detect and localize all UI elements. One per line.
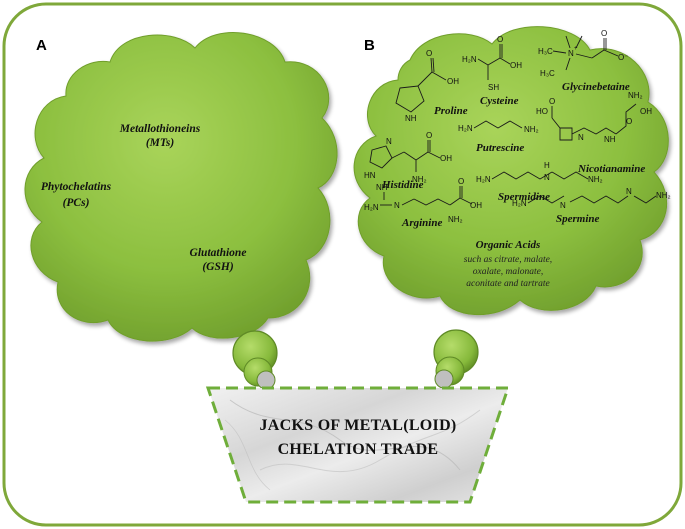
svg-text:N: N xyxy=(386,137,392,146)
svg-text:N: N xyxy=(626,187,632,196)
organic-acids-label: Organic Acids such as citrate, malate, o… xyxy=(464,239,552,289)
svg-text:Spermidine: Spermidine xyxy=(498,191,550,203)
svg-text:OH: OH xyxy=(447,77,459,86)
svg-text:H₂N: H₂N xyxy=(462,55,477,64)
svg-text:NH₂: NH₂ xyxy=(524,125,539,134)
svg-text:+: + xyxy=(574,46,578,52)
svg-text:(GSH): (GSH) xyxy=(202,261,233,273)
svg-text:H₂N: H₂N xyxy=(458,124,473,133)
svg-text:OH: OH xyxy=(470,201,482,210)
svg-text:NH₂: NH₂ xyxy=(412,175,427,184)
proline-structure: O OH NH Proline xyxy=(395,49,468,123)
svg-text:Glutathione: Glutathione xyxy=(190,247,247,259)
svg-text:O⁻: O⁻ xyxy=(618,53,628,62)
svg-text:Cysteine: Cysteine xyxy=(480,95,519,107)
svg-text:Nicotianamine: Nicotianamine xyxy=(577,163,645,175)
svg-text:OH: OH xyxy=(440,154,452,163)
svg-text:oxalate, malonate,: oxalate, malonate, xyxy=(473,267,543,277)
svg-text:N: N xyxy=(394,201,400,210)
arginine-structure: NH H₂N N O OH NH₂ Arginine xyxy=(364,177,482,229)
svg-text:H₂N: H₂N xyxy=(476,175,491,184)
svg-text:HN: HN xyxy=(364,171,376,180)
putrescine-structure: H₂N NH₂ Putrescine xyxy=(458,120,539,154)
spermidine-structure: H₂N H N NH₂ Spermidine xyxy=(476,161,603,203)
svg-text:O: O xyxy=(549,97,555,106)
svg-text:O: O xyxy=(458,177,464,186)
svg-text:O: O xyxy=(426,131,432,140)
chelation-container: JACKS OF METAL(LOID) CHELATION TRADE xyxy=(205,386,511,504)
phytochelatins-label: Phytochelatins (PCs) xyxy=(41,181,112,209)
svg-text:H₂N: H₂N xyxy=(364,203,379,212)
svg-text:N: N xyxy=(544,173,550,182)
svg-text:O: O xyxy=(426,49,432,58)
svg-text:O: O xyxy=(601,29,607,38)
glycinebetaine-structure: H₃C N + H₃C O O⁻ Glycinebetaine xyxy=(538,29,630,93)
svg-text:Histidine: Histidine xyxy=(381,179,424,191)
svg-text:NH: NH xyxy=(376,183,388,192)
svg-text:such as citrate, malate,: such as citrate, malate, xyxy=(464,255,552,265)
svg-text:OH: OH xyxy=(510,61,522,70)
svg-text:HO: HO xyxy=(536,107,548,116)
spermine-structure: H₂N N N NH₂ Spermine xyxy=(512,187,671,225)
panel-a-letter: A xyxy=(36,37,47,54)
bubble-a-small xyxy=(256,370,276,390)
container-title-line2: CHELATION TRADE xyxy=(278,441,439,458)
svg-text:NH: NH xyxy=(604,135,616,144)
svg-text:Glycinebetaine: Glycinebetaine xyxy=(562,81,630,93)
svg-text:Phytochelatins: Phytochelatins xyxy=(41,181,112,193)
svg-text:N: N xyxy=(568,49,574,58)
bubble-b-small xyxy=(434,369,454,389)
glutathione-label: Glutathione (GSH) xyxy=(190,247,247,273)
svg-text:Organic Acids: Organic Acids xyxy=(476,239,541,251)
svg-text:O: O xyxy=(497,35,503,44)
svg-text:Putrescine: Putrescine xyxy=(476,142,524,154)
svg-text:Metallothioneins: Metallothioneins xyxy=(119,123,201,135)
svg-text:NH₂: NH₂ xyxy=(588,175,603,184)
container-title-line1: JACKS OF METAL(LOID) xyxy=(259,417,456,434)
svg-text:Proline: Proline xyxy=(434,105,468,117)
svg-text:Arginine: Arginine xyxy=(401,217,442,229)
svg-text:Spermine: Spermine xyxy=(556,213,600,225)
cysteine-structure: H₂N O OH SH Cysteine xyxy=(462,35,522,107)
svg-text:NH₂: NH₂ xyxy=(656,191,671,200)
svg-text:OH: OH xyxy=(640,107,652,116)
svg-text:O: O xyxy=(626,117,632,126)
histidine-structure: HN N O OH NH₂ Histidine xyxy=(364,131,452,191)
svg-text:H₂N: H₂N xyxy=(512,199,527,208)
svg-text:(PCs): (PCs) xyxy=(63,197,90,209)
svg-text:N: N xyxy=(560,201,566,210)
svg-text:NH₂: NH₂ xyxy=(448,215,463,224)
svg-text:NH: NH xyxy=(405,114,417,123)
svg-text:NH₂: NH₂ xyxy=(628,91,643,100)
svg-text:H₃C: H₃C xyxy=(540,69,555,78)
panel-b-letter: B xyxy=(364,37,375,54)
bubble-trail-b xyxy=(433,329,479,389)
metallothioneins-label: Metallothioneins (MTs) xyxy=(119,123,201,149)
nicotianamine-structure: HO O N NH NH₂ OH O Nicotianamine xyxy=(536,91,652,175)
bubble-trail-a xyxy=(232,330,278,390)
svg-text:H: H xyxy=(544,161,550,170)
svg-text:H₃C: H₃C xyxy=(538,47,553,56)
svg-text:SH: SH xyxy=(488,83,499,92)
svg-text:(MTs): (MTs) xyxy=(146,137,174,149)
cloud-b xyxy=(353,26,669,316)
svg-text:aconitate and tartrate: aconitate and tartrate xyxy=(466,279,549,289)
svg-text:N: N xyxy=(578,133,584,142)
